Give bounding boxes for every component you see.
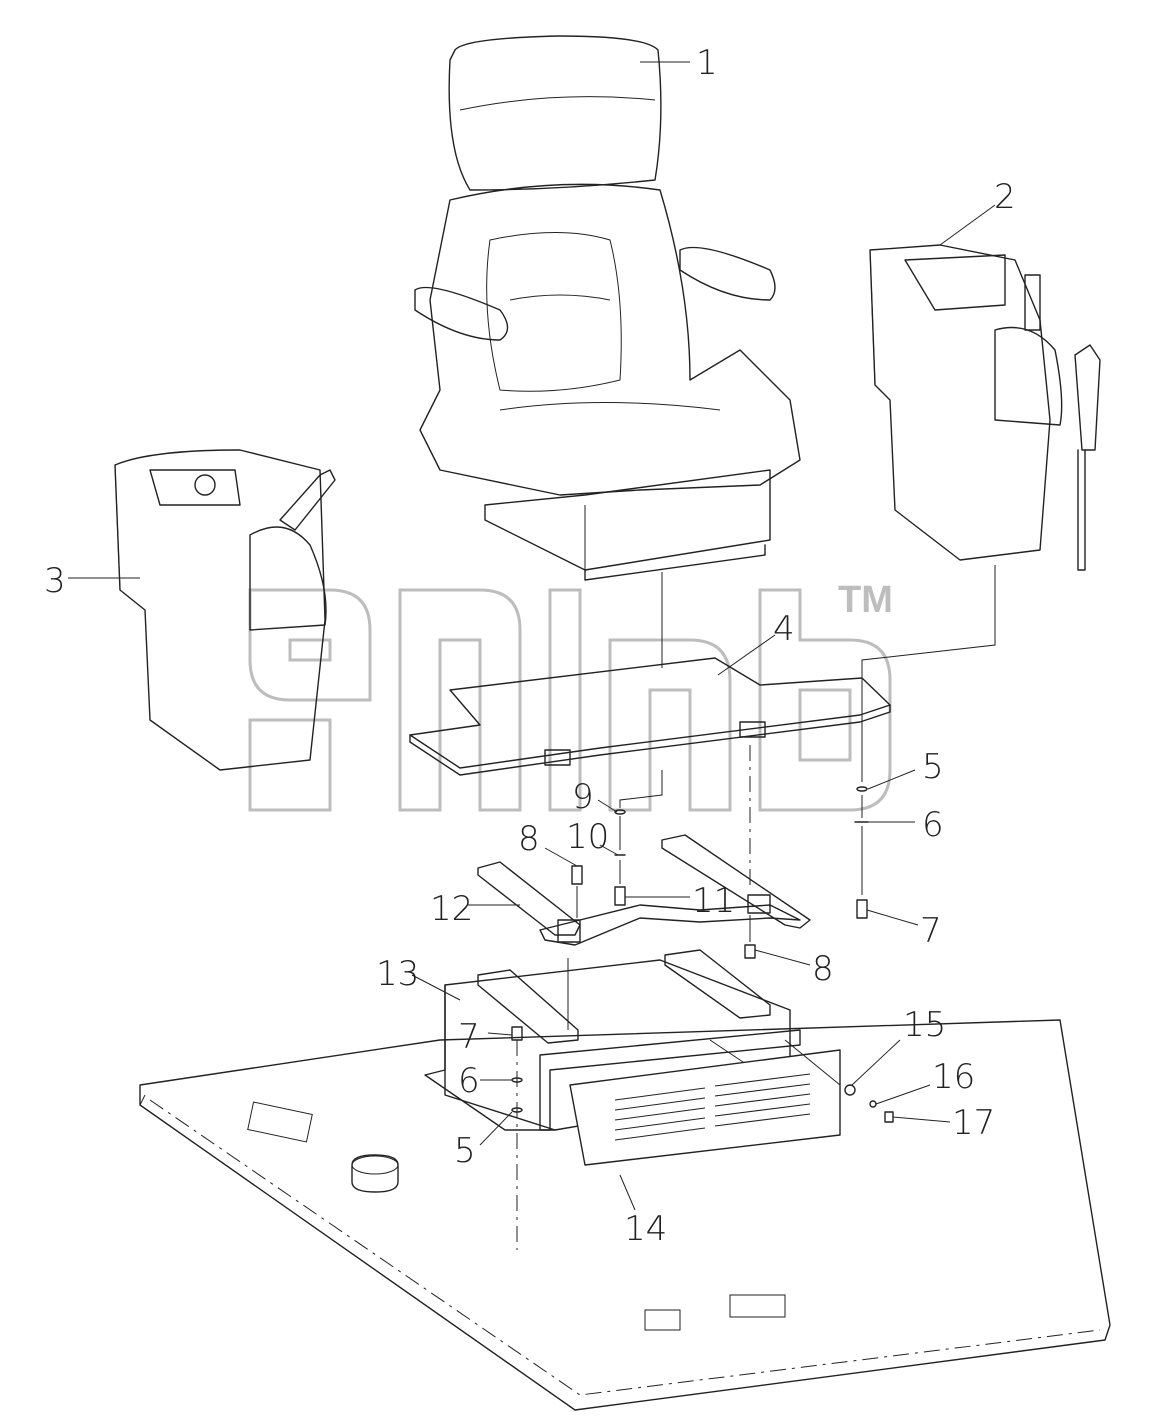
callout-5-lower: 5 bbox=[454, 1131, 476, 1171]
callout-12: 12 bbox=[430, 889, 473, 929]
callout-11: 11 bbox=[692, 881, 735, 921]
callout-3: 3 bbox=[44, 561, 66, 601]
callout-9: 9 bbox=[572, 777, 594, 817]
assembly-lines bbox=[516, 565, 996, 1250]
callout-14: 14 bbox=[624, 1209, 667, 1249]
callout-8-lower: 8 bbox=[812, 949, 834, 989]
callout-17: 17 bbox=[952, 1103, 995, 1143]
watermark-logo: TM bbox=[248, 579, 893, 812]
callout-6: 6 bbox=[922, 805, 944, 845]
grille-panel bbox=[569, 1049, 841, 1166]
callout-8: 8 bbox=[518, 819, 540, 859]
callout-15: 15 bbox=[903, 1005, 946, 1045]
callout-5: 5 bbox=[922, 747, 944, 787]
callout-1: 1 bbox=[696, 43, 718, 83]
callout-7-lower: 7 bbox=[458, 1017, 480, 1057]
slide-rails bbox=[477, 834, 811, 946]
watermark-trademark: TM bbox=[838, 579, 893, 621]
mount-plate bbox=[409, 657, 891, 776]
left-console bbox=[114, 449, 336, 771]
callout-16: 16 bbox=[932, 1057, 975, 1097]
callout-10: 10 bbox=[566, 817, 609, 857]
callout-7: 7 bbox=[920, 911, 942, 951]
callout-2: 2 bbox=[994, 177, 1016, 217]
operator-seat bbox=[414, 35, 801, 581]
callout-labels: 1 2 3 4 5 6 7 8 9 10 11 12 13 14 15 16 1… bbox=[44, 43, 1016, 1249]
leader-lines bbox=[68, 61, 996, 1211]
fasteners bbox=[511, 786, 894, 1123]
callout-13: 13 bbox=[376, 954, 419, 994]
floor-plate bbox=[139, 1019, 1111, 1411]
callout-6-lower: 6 bbox=[458, 1061, 480, 1101]
right-console bbox=[869, 244, 1101, 571]
callout-4: 4 bbox=[773, 609, 795, 649]
